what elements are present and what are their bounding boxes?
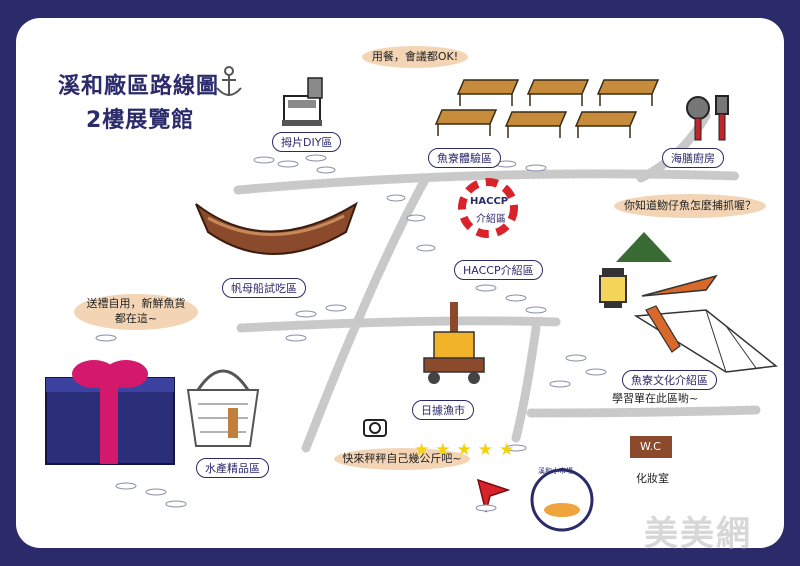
haccp-logo-text-bottom: 介紹區 <box>476 214 506 225</box>
bubble-dining: 用餐，會議都OK! <box>362 46 468 68</box>
market-badge-text: 溪和小市場 <box>538 467 573 475</box>
market-badge-icon <box>530 468 594 532</box>
lantern-icon <box>599 268 627 308</box>
bubble-gift: 送禮自用，新鮮魚貨 都在這~ <box>74 294 198 330</box>
label-fish-experience-area[interactable]: 魚寮體驗區 <box>428 148 501 168</box>
gift-box-icon <box>45 360 175 465</box>
map-drawing <box>45 77 778 532</box>
bubble-weigh: 快來秤秤自己幾公斤吧~ <box>334 448 470 470</box>
haccp-logo-text-top: HACCP <box>470 196 509 207</box>
label-diy-area[interactable]: 拇片DIY區 <box>272 132 342 152</box>
location-arrow-icon <box>476 478 511 513</box>
learning-sheet-note: 學習單在此區喲~ <box>612 392 699 405</box>
label-market[interactable]: 日據漁市 <box>412 400 474 420</box>
rating-stars: ★★★★★ <box>414 440 521 460</box>
fishing-net-icon <box>633 274 778 373</box>
diy-machine-icon <box>282 77 323 126</box>
fish-shoal-decoration <box>95 154 607 512</box>
map-card: 溪和廠區路線圖 2樓展覽館 拇片DIY區 魚寮體驗區 海膳廚房 HACCP 介紹… <box>16 18 784 548</box>
bubble-gift-line1: 送禮自用，新鮮魚貨 <box>86 297 186 310</box>
fish-experience-tables-icon <box>434 79 660 138</box>
camera-icon <box>363 419 387 437</box>
map-subtitle: 2樓展覽館 <box>86 108 195 133</box>
wc-sign-text: W.C <box>640 440 661 453</box>
bubble-gift-line2: 都在這~ <box>114 312 158 325</box>
kitchen-utensils-icon <box>686 95 729 141</box>
mountain-icon <box>616 232 672 262</box>
basket-icon <box>186 369 260 447</box>
haccp-logo-icon <box>458 178 518 238</box>
boat-icon <box>195 201 358 255</box>
label-kitchen[interactable]: 海膳廚房 <box>662 148 724 168</box>
watermark: 美美網 <box>644 514 752 554</box>
label-seafood-area[interactable]: 水產精品區 <box>196 458 269 478</box>
wc-sign-icon <box>630 436 672 458</box>
label-toilet[interactable]: 化妝室 <box>636 472 669 485</box>
bubble-catch: 你知道魩仔魚怎麼捕抓喔？ <box>614 194 766 218</box>
label-haccp-area[interactable]: HACCP介紹區 <box>454 260 543 280</box>
map-title: 溪和廠區路線圖 <box>58 74 220 99</box>
anchor-icon <box>216 66 242 96</box>
weighing-scale-icon <box>423 302 485 384</box>
label-culture-area[interactable]: 魚寮文化介紹區 <box>622 370 717 390</box>
label-boat-tasting-area[interactable]: 帆母船試吃區 <box>222 278 306 298</box>
